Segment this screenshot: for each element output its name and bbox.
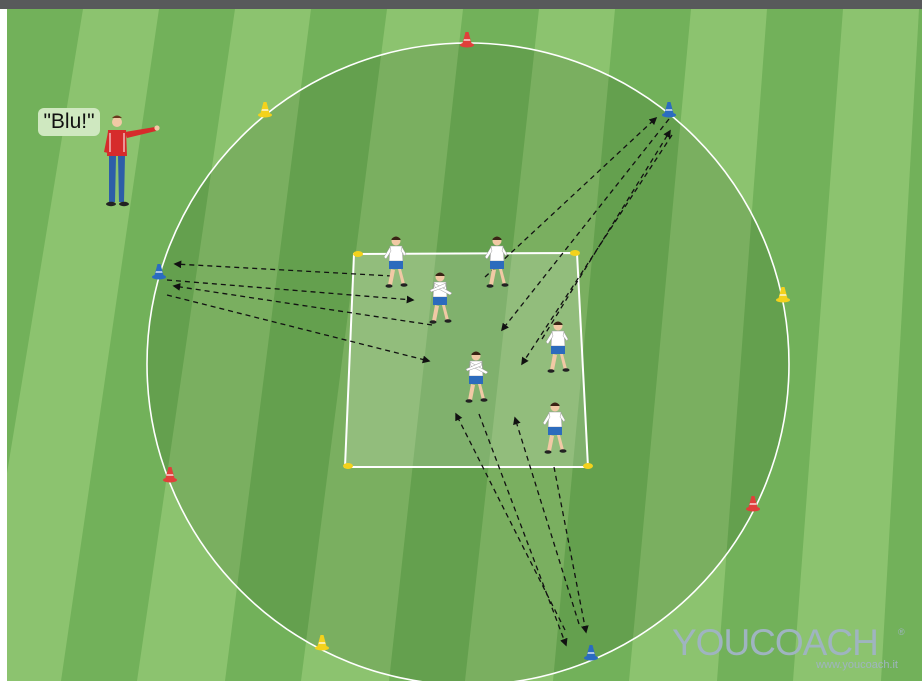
square-markers [343,250,593,469]
arrow [173,260,393,277]
grass-stripe [881,9,922,681]
red-cone [163,467,177,483]
arrow [541,129,671,340]
coach [104,115,160,207]
cones [152,32,790,661]
blue-cone [584,645,598,661]
player [542,402,567,454]
brand-registered: ® [898,627,905,637]
grass-stripe [553,9,691,681]
player [484,236,509,288]
yellow-cone [776,287,790,303]
arrow [484,116,658,278]
yellow-cone [315,635,329,651]
pitch-field [7,9,922,681]
yellow-cone [258,102,272,118]
coach-head [112,117,122,127]
blue-cone [662,102,676,118]
red-cone [460,32,474,48]
arrow [172,283,433,326]
yellow-marker [570,250,580,256]
player [545,321,570,373]
player [383,236,408,288]
brand-url: www.youcoach.it [816,659,898,671]
red-cone [746,496,760,512]
grass-stripe [717,9,843,681]
players [383,236,570,454]
coach-speech-bubble: "Blu!" [38,108,100,136]
yellow-marker [353,251,363,257]
arrow [166,294,431,364]
grass-stripe [225,9,387,681]
arrow [553,466,589,634]
yellow-marker [583,463,593,469]
player [429,272,453,324]
coach-shirt [107,130,127,156]
top-bar [0,0,922,9]
blue-cone [152,264,166,280]
arrow [521,134,673,366]
movement-arrows [166,116,673,647]
yellow-marker [343,463,353,469]
coach-pants [109,156,125,202]
grass-stripe [389,9,539,681]
youcoach-watermark: YOUCOACH ® www.youcoach.it [672,623,912,673]
brand-logo-text: YOUCOACH [672,622,879,663]
player [465,351,489,403]
